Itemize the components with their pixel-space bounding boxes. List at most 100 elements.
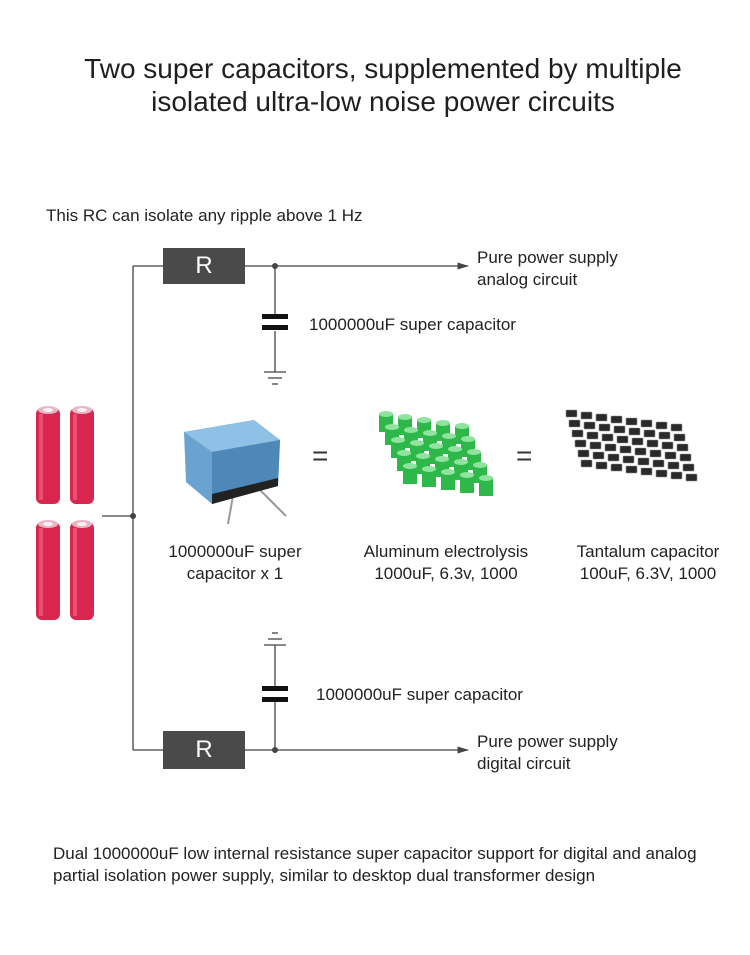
junction-dot xyxy=(272,263,278,269)
electrolytic-capacitor xyxy=(479,478,493,496)
tantalum-caption: Tantalum capacitor 100uF, 6.3V, 1000 xyxy=(556,541,740,585)
tantalum-capacitor xyxy=(598,423,611,432)
electrolytic-capacitor-array-image xyxy=(379,411,493,496)
tantalum-capacitor xyxy=(568,419,581,428)
bottom-capacitor-label: 1000000uF super capacitor xyxy=(316,685,523,704)
tantalum-capacitor xyxy=(661,441,674,450)
title-line-1: Two super capacitors, supplemented by mu… xyxy=(84,53,682,84)
caption-line: Aluminum electrolysis xyxy=(363,542,529,561)
caption-line: 1000uF, 6.3v, 1000 xyxy=(374,564,518,583)
tantalum-capacitor xyxy=(589,441,602,450)
supercapacitor-image xyxy=(184,420,287,525)
tantalum-capacitor xyxy=(610,415,623,424)
electrolytic-capacitor-top xyxy=(385,424,399,430)
caption-line: Tantalum capacitor xyxy=(576,542,720,561)
electrolytic-capacitor-top xyxy=(379,411,393,417)
battery-cell xyxy=(70,520,94,620)
top-capacitor-plate-b xyxy=(262,325,288,330)
top-capacitor-label: 1000000uF super capacitor xyxy=(309,315,516,334)
tantalum-capacitor xyxy=(685,473,698,482)
equals-sign: = xyxy=(516,440,533,471)
electrolytic-capacitor-top xyxy=(479,475,493,481)
electrolytic-capacitor-top xyxy=(403,463,417,469)
battery-cell xyxy=(36,406,60,504)
tantalum-capacitor xyxy=(619,445,632,454)
electrolytic-capacitor-top xyxy=(460,472,474,478)
bottom-resistor: R xyxy=(163,731,245,769)
electrolytic-capacitor-top xyxy=(429,443,443,449)
electrolytic-capacitor-top xyxy=(397,450,411,456)
tantalum-capacitor xyxy=(583,421,596,430)
footer-description: Dual 1000000uF low internal resistance s… xyxy=(53,844,697,885)
junction-dot xyxy=(272,747,278,753)
tantalum-capacitor xyxy=(595,461,608,470)
rc-note: This RC can isolate any ripple above 1 H… xyxy=(46,206,363,225)
bottom-output-line-2: digital circuit xyxy=(477,754,571,773)
tantalum-capacitor xyxy=(664,451,677,460)
top-resistor-label: R xyxy=(195,252,213,279)
tantalum-capacitor xyxy=(574,439,587,448)
tantalum-capacitor xyxy=(682,463,695,472)
tantalum-capacitor xyxy=(658,431,671,440)
caption-line: 1000000uF super xyxy=(168,542,302,561)
electrolytic-capacitor xyxy=(403,466,417,484)
tantalum-capacitor xyxy=(571,429,584,438)
tantalum-capacitor xyxy=(655,469,668,478)
tantalum-capacitor xyxy=(586,431,599,440)
electrolytic-capacitor-top xyxy=(391,437,405,443)
tantalum-capacitor xyxy=(595,413,608,422)
top-output-line-2: analog circuit xyxy=(477,270,578,289)
battery-cell xyxy=(70,406,94,504)
tantalum-capacitor xyxy=(616,435,629,444)
top-capacitor-plate-a xyxy=(262,314,288,319)
bottom-capacitor-plate-b xyxy=(262,697,288,702)
tantalum-capacitor xyxy=(625,465,638,474)
bottom-output-label: Pure power supply digital circuit xyxy=(477,731,618,775)
tantalum-capacitor xyxy=(625,417,638,426)
electrolytic-capacitor-top xyxy=(467,449,481,455)
electrolytic-capacitor-top xyxy=(416,453,430,459)
caption-line: capacitor x 1 xyxy=(186,564,284,583)
junction-dot xyxy=(130,513,136,519)
electrolytic-capacitor-top xyxy=(441,469,455,475)
electrolytic-capacitor xyxy=(441,472,455,490)
electrolytic-capacitor-top xyxy=(436,420,450,426)
battery-pack-image xyxy=(36,406,94,620)
tantalum-capacitor xyxy=(628,427,641,436)
electrolytic-capacitor-top xyxy=(442,433,456,439)
tantalum-capacitor xyxy=(670,471,683,480)
top-output-line-1: Pure power supply xyxy=(477,248,618,267)
tantalum-capacitor xyxy=(640,419,653,428)
tantalum-capacitor xyxy=(580,411,593,420)
caption-line: 100uF, 6.3V, 1000 xyxy=(579,564,717,583)
tantalum-capacitor xyxy=(640,467,653,476)
tantalum-capacitor xyxy=(679,453,692,462)
tantalum-capacitor xyxy=(667,461,680,470)
tantalum-capacitor xyxy=(604,443,617,452)
electrolytic-capacitor-top xyxy=(422,466,436,472)
bottom-resistor-label: R xyxy=(195,736,213,763)
title-line-2: isolated ultra-low noise power circuits xyxy=(151,86,615,117)
electrolytic-capacitor-top xyxy=(423,430,437,436)
tantalum-capacitor xyxy=(610,463,623,472)
tantalum-capacitor xyxy=(592,451,605,460)
tantalum-capacitor xyxy=(643,429,656,438)
electrolytic-capacitor-top xyxy=(417,417,431,423)
tantalum-capacitor xyxy=(577,449,590,458)
tantalum-capacitor xyxy=(613,425,626,434)
electrolytic-capacitor-top xyxy=(461,436,475,442)
tantalum-capacitor xyxy=(622,455,635,464)
battery-cell xyxy=(36,520,60,620)
tantalum-capacitor xyxy=(565,409,578,418)
electrolytic-capacitor-top xyxy=(473,462,487,468)
electrolytic-capacitor xyxy=(460,475,474,493)
top-resistor: R xyxy=(163,248,245,284)
tantalum-capacitor xyxy=(646,439,659,448)
electrolytic-capacitor-top xyxy=(398,414,412,420)
tantalum-capacitor xyxy=(652,459,665,468)
tantalum-capacitor xyxy=(670,423,683,432)
equals-sign: = xyxy=(312,440,329,471)
tantalum-capacitor xyxy=(580,459,593,468)
bottom-capacitor-plate-a xyxy=(262,686,288,691)
